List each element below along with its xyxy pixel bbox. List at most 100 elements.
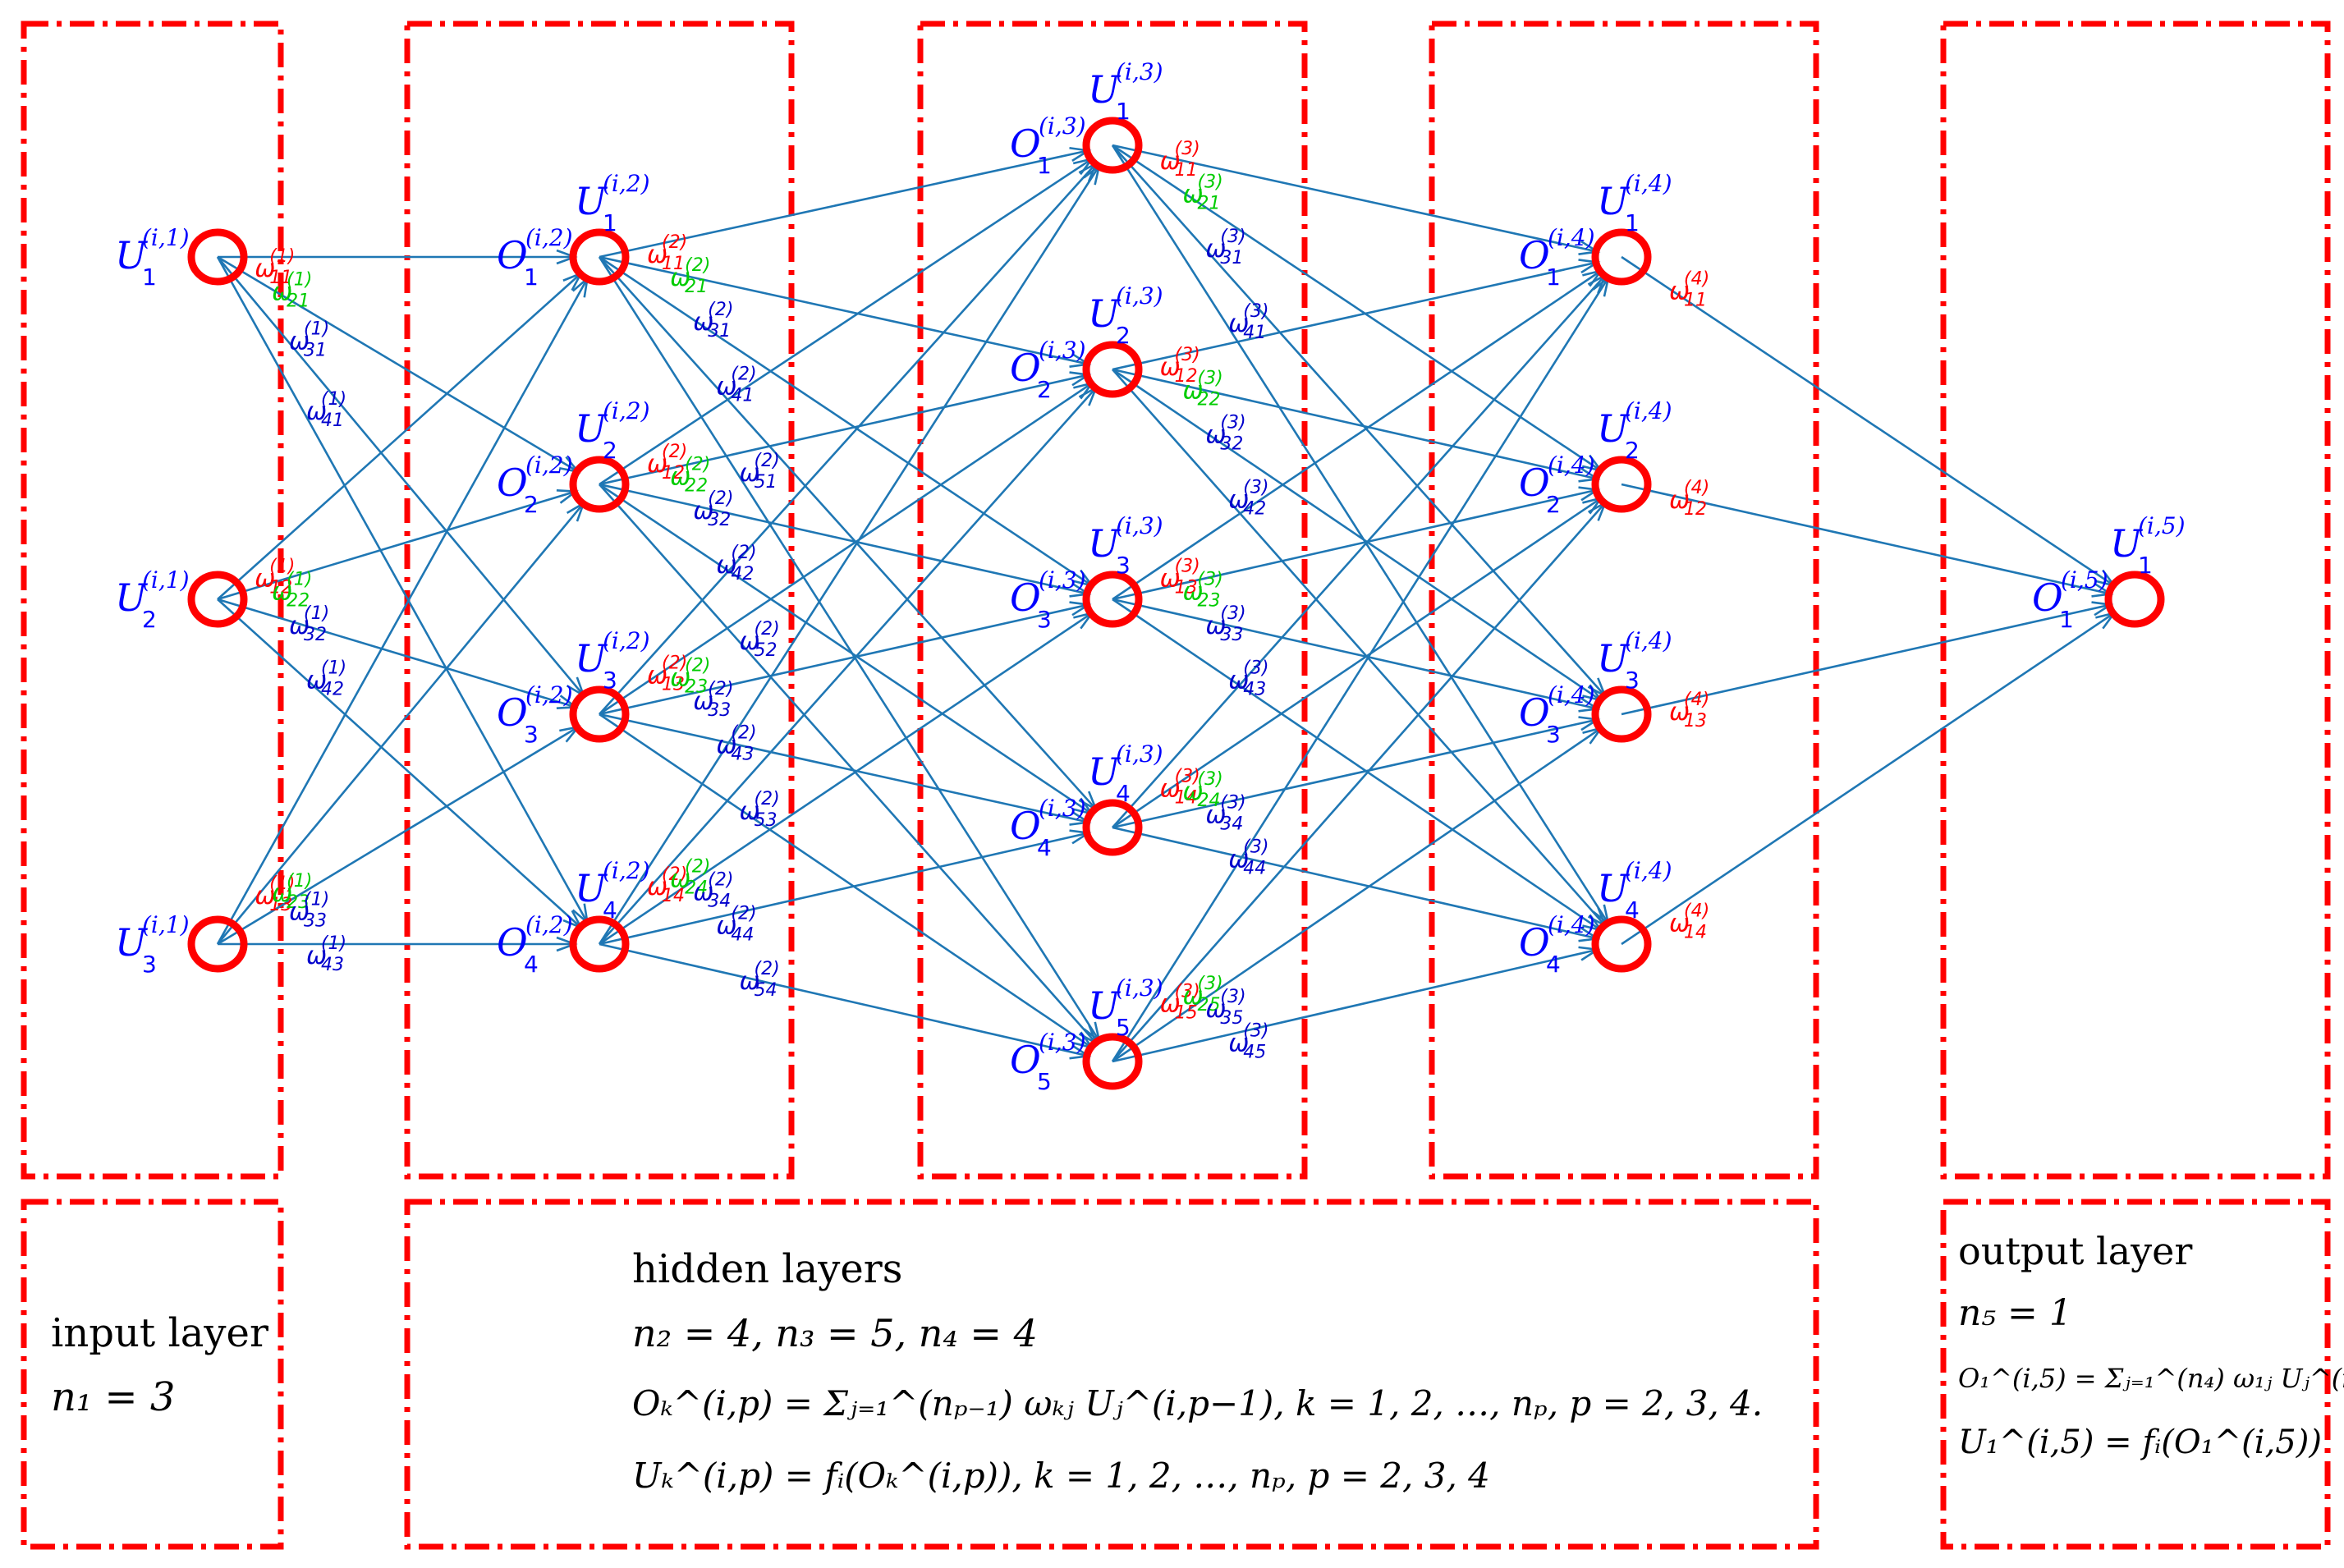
weight-layer-index: (1) — [269, 557, 295, 577]
neuron-output-label: U(i,4)1 — [1597, 170, 1672, 236]
neuron-output-label: U(i,3)4 — [1088, 740, 1163, 807]
neuron-node — [569, 685, 630, 743]
neuron-superscript: (i,2) — [603, 170, 650, 197]
neuron-subscript: 3 — [142, 951, 157, 978]
neuron-symbol: O — [497, 920, 528, 965]
weight-layer-index: (2) — [731, 543, 756, 563]
weight-layer-index: (1) — [304, 319, 329, 340]
edge — [1621, 255, 2115, 587]
neuron-superscript: (i,1) — [142, 911, 190, 938]
neuron-node — [187, 571, 248, 628]
weight-index: 13 — [662, 675, 685, 695]
edge — [599, 483, 1089, 595]
neuron-symbol: O — [1519, 920, 1550, 965]
weight-index: 11 — [269, 268, 292, 288]
output-caption: output layer n₅ = 1 O₁^(i,5) = Σⱼ₌₁^(n₄)… — [1958, 1229, 2344, 1461]
weight-label: ω(3)43 — [1228, 658, 1268, 699]
weight-index: 41 — [1243, 323, 1266, 343]
neuron-output-label: U(i,4)4 — [1597, 857, 1672, 924]
weight-index: 42 — [1243, 499, 1266, 520]
weight-index: 13 — [1684, 711, 1707, 731]
edge — [216, 277, 589, 945]
weight-label: ω(2)23 — [670, 656, 710, 698]
weight-index: 44 — [731, 924, 754, 945]
weight-index: 43 — [731, 745, 754, 765]
weight-omega: ω — [1160, 147, 1181, 176]
weight-omega: ω — [1205, 235, 1226, 264]
neuron-superscript: (i,4) — [1548, 911, 1595, 938]
edge — [599, 612, 1093, 946]
neuron-output-label: U(i,2)1 — [575, 170, 650, 236]
weight-label: ω(3)31 — [1205, 227, 1245, 268]
weight-layer-index: (2) — [685, 255, 710, 276]
neuron-symbol: U — [575, 866, 608, 910]
weight-index: 33 — [304, 910, 327, 931]
edge — [217, 273, 582, 600]
weight-layer-index: (3) — [1243, 658, 1268, 678]
neuron-node — [2104, 571, 2165, 628]
weight-layer-index: (1) — [304, 603, 329, 624]
weight-index: 54 — [755, 980, 778, 1001]
weight-omega: ω — [740, 459, 760, 488]
neuron-output-label: U(i,4)2 — [1597, 397, 1672, 464]
weight-label: ω(2)11 — [647, 232, 687, 274]
neuron-superscript: (i,3) — [1039, 112, 1086, 140]
output-caption-eq2: U₁^(i,5) = fᵢ(O₁^(i,5)) — [1958, 1424, 2322, 1461]
neuron-symbol: O — [1010, 575, 1041, 620]
weight-label: ω(2)53 — [740, 789, 780, 831]
neuron-subscript: 2 — [1116, 322, 1131, 349]
edge — [1112, 274, 1606, 828]
neuron-symbol: U — [1088, 291, 1122, 336]
neuron-symbol: O — [1010, 121, 1041, 166]
weight-index: 43 — [1243, 679, 1266, 699]
neuron-subscript: 4 — [1116, 780, 1131, 807]
neuron-superscript: (i,3) — [1116, 974, 1163, 1002]
weight-label: ω(3)42 — [1228, 478, 1268, 520]
weight-label: ω(3)32 — [1205, 412, 1245, 454]
weight-omega: ω — [1228, 486, 1249, 515]
weight-label: ω(4)14 — [1669, 901, 1709, 942]
weight-omega: ω — [647, 873, 667, 901]
neuron-node — [1591, 915, 1652, 973]
neuron-input-label: O(i,2)3 — [497, 681, 573, 748]
input-caption-count: n₁ = 3 — [51, 1374, 175, 1420]
weight-label: ω(3)11 — [1160, 139, 1200, 181]
neuron-superscript: (i,2) — [603, 857, 650, 884]
neuron-input-label: O(i,4) 4 — [1519, 911, 1595, 978]
edge — [1112, 718, 1598, 829]
edge — [1112, 144, 1598, 253]
weight-label: ω(2)34 — [693, 870, 733, 912]
weight-omega: ω — [272, 879, 292, 908]
weight-index: 14 — [1684, 922, 1707, 942]
weight-layer-index: (2) — [708, 679, 733, 699]
weight-layer-index: (3) — [1175, 557, 1200, 577]
weight-layer-index: (2) — [662, 653, 687, 674]
weight-layer-index: (3) — [1220, 227, 1245, 247]
edge — [1112, 369, 1607, 927]
neuron-symbol: U — [1088, 750, 1122, 794]
neuron-node — [1082, 799, 1143, 856]
weight-layer-index: (2) — [755, 451, 780, 471]
hidden-caption-title: hidden layers — [632, 1246, 902, 1292]
weight-omega: ω — [1183, 377, 1204, 406]
output-caption-eq1: O₁^(i,5) = Σⱼ₌₁^(n₄) ω₁ⱼ Uⱼ^(i,4) — [1958, 1363, 2344, 1394]
edge — [217, 726, 579, 946]
neuron-node — [569, 228, 630, 286]
neuron-output-label: U(i,3)5 — [1088, 974, 1163, 1041]
weight-label: ω(3)21 — [1183, 172, 1223, 214]
weight-omega: ω — [716, 911, 736, 940]
weight-omega: ω — [1160, 353, 1181, 382]
hidden-caption: hidden layers n₂ = 4, n₃ = 5, n₄ = 4 Oₖ^… — [632, 1246, 1763, 1496]
neuron-superscript: (i,2) — [525, 452, 573, 479]
input-layer-box — [21, 21, 284, 1180]
weight-omega: ω — [670, 865, 690, 894]
weight-omega: ω — [255, 882, 275, 910]
weight-index: 33 — [1220, 625, 1243, 645]
weight-label: ω(3)14 — [1160, 766, 1200, 808]
edge — [1112, 144, 1606, 697]
neuron-subscript: 4 — [1546, 951, 1561, 978]
neuron-output-label: U(i,3)1 — [1088, 58, 1163, 125]
weight-label: ω(3)25 — [1183, 974, 1223, 1016]
neuron-subscript: 3 — [1625, 667, 1640, 694]
